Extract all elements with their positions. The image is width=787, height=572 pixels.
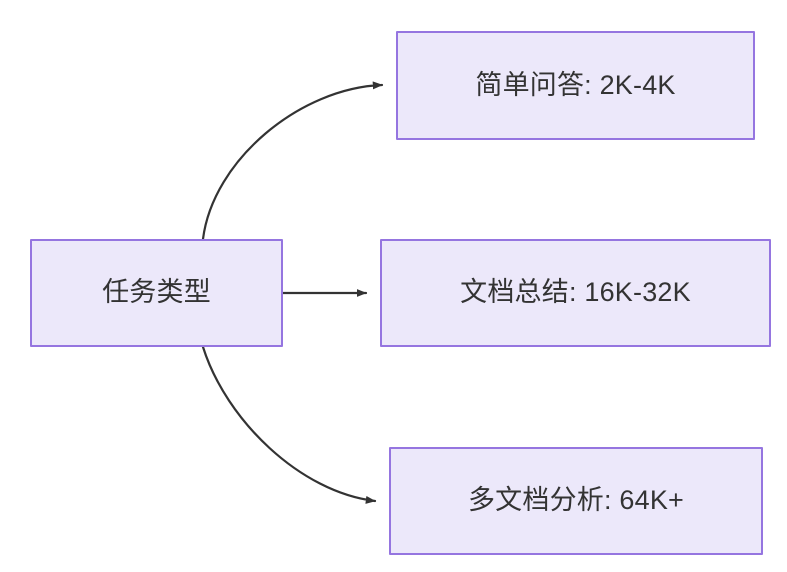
node-multi-doc-analysis-label: 多文档分析: 64K+ bbox=[467, 485, 684, 516]
edge-source-to-multi-doc bbox=[201, 345, 377, 504]
node-multi-doc-analysis[interactable]: 多文档分析: 64K+ bbox=[389, 447, 763, 555]
node-task-type[interactable]: 任务类型 bbox=[30, 239, 283, 347]
node-doc-summary[interactable]: 文档总结: 16K-32K bbox=[380, 239, 771, 347]
node-simple-qa[interactable]: 简单问答: 2K-4K bbox=[396, 31, 755, 140]
edge-source-to-simple-qa bbox=[201, 81, 384, 241]
node-task-type-label: 任务类型 bbox=[102, 277, 211, 308]
node-simple-qa-label: 简单问答: 2K-4K bbox=[475, 69, 676, 100]
node-doc-summary-label: 文档总结: 16K-32K bbox=[460, 277, 691, 308]
